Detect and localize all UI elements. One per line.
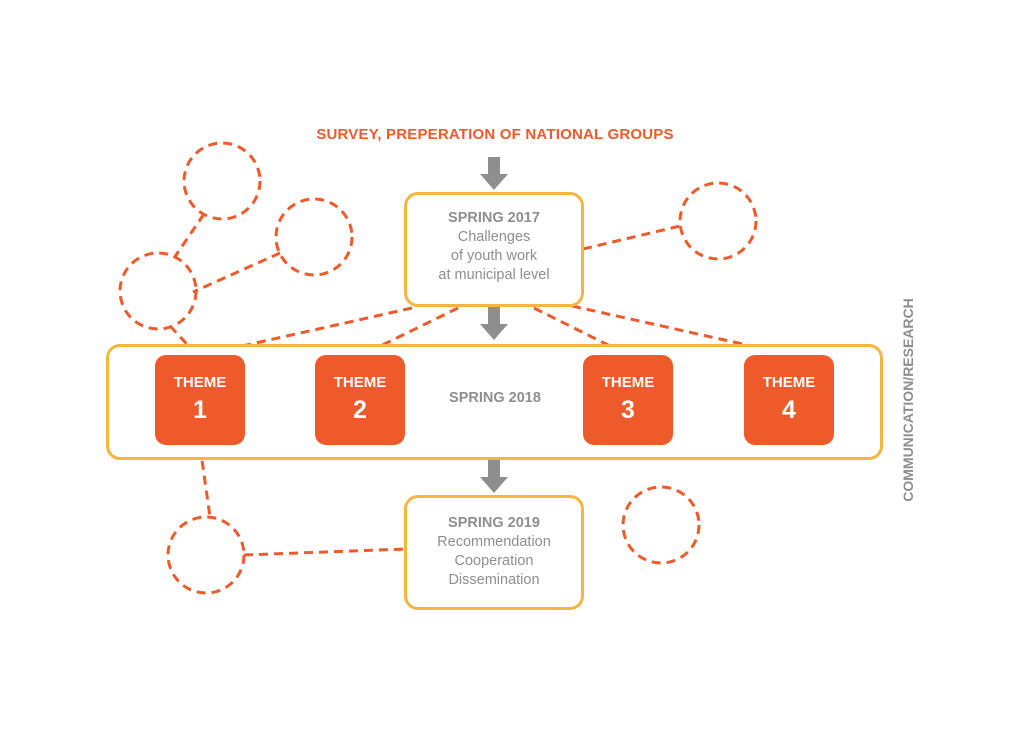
dashed-circle-icon [274,197,354,277]
theme-number: 2 [353,396,367,424]
spring-2017-box: SPRING 2017 Challenges of youth work at … [404,192,584,307]
connector-line [201,306,413,357]
connector-line [198,445,212,518]
theme-word: THEME [333,374,387,391]
spring-2017-title: SPRING 2017 [448,210,540,226]
connector-line [582,224,681,251]
spring-2019-line: Recommendation [437,534,551,550]
dashed-circle-icon [678,181,758,261]
dashed-circle-icon [621,485,701,565]
spring-2017-line: at municipal level [438,267,550,283]
communication-research-label: COMMUNICATION/RESEARCH [900,298,916,502]
spring-2018-label: SPRING 2018 [449,390,541,406]
theme-3-box: THEME 3 [583,355,673,445]
theme-number: 3 [621,396,635,424]
connector-line [172,213,206,259]
theme-4-box: THEME 4 [744,355,834,445]
theme-number: 1 [193,396,207,424]
dashed-circle-icon [182,141,262,221]
theme-word: THEME [173,374,227,391]
spring-2019-line: Dissemination [448,572,540,588]
spring-2017-line: Challenges [457,229,531,245]
theme-number: 4 [782,396,796,424]
spring-2019-line: Cooperation [454,553,534,569]
connector-line [361,306,459,357]
connector-line [533,306,629,357]
spring-2019-box: SPRING 2019 Recommendation Cooperation D… [404,495,584,610]
down-arrow-icon [480,157,508,190]
theme-1-box: THEME 1 [155,355,245,445]
spring-2019-title: SPRING 2019 [448,515,540,531]
down-arrow-icon [480,460,508,493]
survey-heading: SURVEY, PREPERATION OF NATIONAL GROUPS [316,126,674,143]
down-arrow-icon [480,307,508,340]
connector-line [192,251,281,294]
theme-2-box: THEME 2 [315,355,405,445]
dashed-circle-icon [118,251,198,331]
dashed-circle-icon [166,515,246,595]
spring-2017-line: of youth work [450,248,538,264]
theme-word: THEME [601,374,655,391]
theme-word: THEME [762,374,816,391]
connector-line [243,547,407,557]
